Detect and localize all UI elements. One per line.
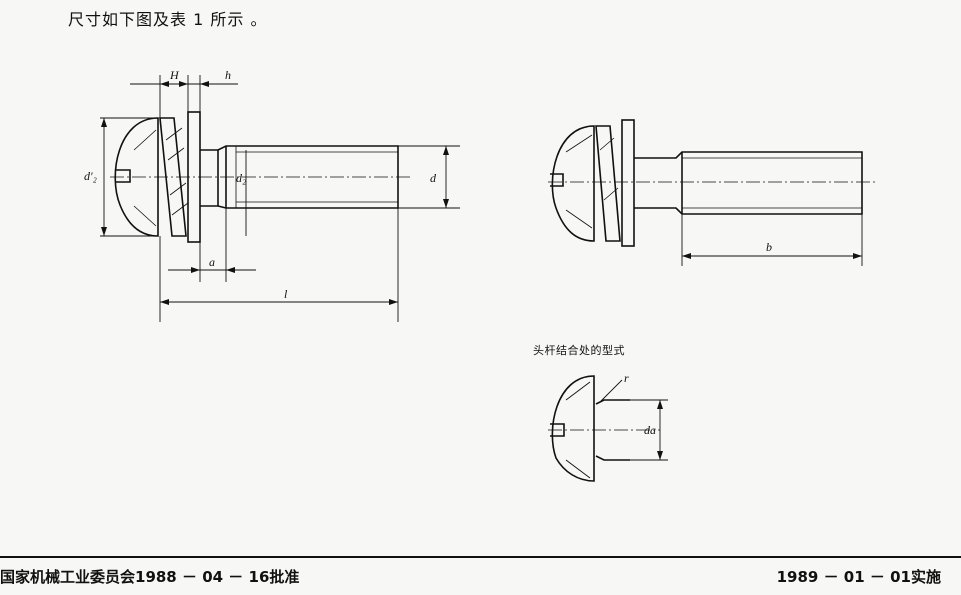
screw-head-right [551,125,595,242]
intro-text: 尺寸如下图及表 1 所示 。 [68,10,268,29]
label-da: da [644,423,656,437]
detail-caption: 头杆结合处的型式 [533,344,625,357]
flat-washer-right [621,119,635,247]
label-d2: d₂ [236,171,246,185]
screw-head-left [114,117,159,237]
footer-rule [0,556,961,558]
detail-head [551,375,595,482]
footer-approval: 国家机械工业委员会1988 － 04 － 16批准 [0,568,300,586]
spring-washer-left [159,117,187,237]
label-r: r [624,371,629,385]
footer-implementation: 1989 － 01 － 01实施 [776,568,941,586]
label-d2-prime: d'₂ [84,169,97,183]
label-H: H [169,68,180,82]
label-l: l [284,287,288,301]
spring-washer-right [595,125,621,242]
label-h: h [225,68,231,82]
label-b: b [766,240,772,254]
label-a: a [209,255,215,269]
label-d: d [430,171,437,185]
